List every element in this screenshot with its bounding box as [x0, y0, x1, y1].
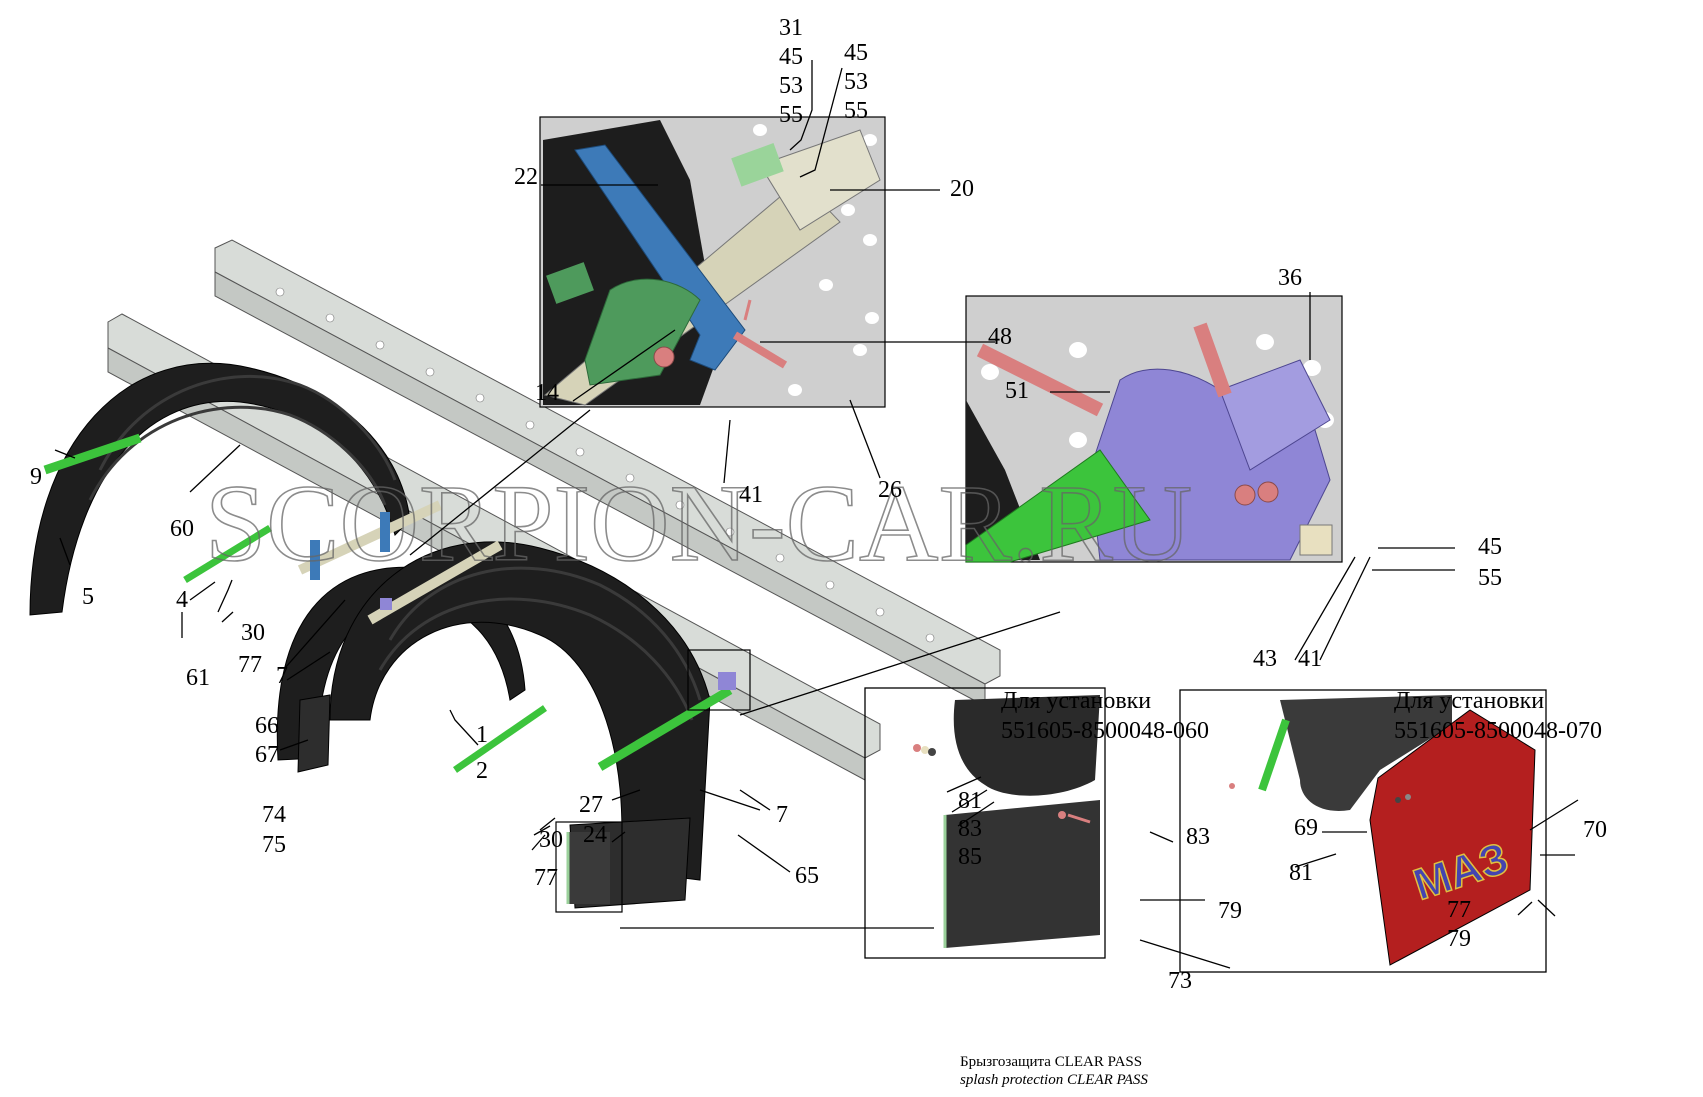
fender-front [329, 541, 711, 881]
callout-27: 27 [579, 792, 603, 818]
callout-24: 24 [583, 822, 607, 848]
callout-55c: 55 [1478, 565, 1502, 591]
variant-b-code: 551605-8500048-070 [1394, 718, 1602, 744]
callout-45c: 45 [1478, 534, 1502, 560]
callout-85: 85 [958, 844, 982, 870]
main-assembly [29, 239, 1001, 913]
variant-a-panel [864, 687, 1106, 959]
bolt-36 [1193, 322, 1232, 398]
callout-5: 5 [82, 584, 94, 610]
callout-79a: 79 [1218, 898, 1242, 924]
callout-7a: 7 [276, 663, 288, 689]
variant-a-title: Для установки [1001, 688, 1151, 714]
rod-left-upper [43, 433, 142, 475]
rod-front-lower [453, 705, 547, 773]
flap-73 [945, 800, 1100, 948]
callout-75: 75 [262, 832, 286, 858]
rod-left-lower [183, 525, 272, 583]
callout-45a: 45 [779, 44, 803, 70]
callout-65: 65 [795, 863, 819, 889]
variant-b-panel: МАЗ [1179, 689, 1547, 973]
rod-front-upper [597, 686, 733, 771]
bolt-51 [976, 343, 1104, 417]
callout-labels: 9 5 60 4 30 77 61 7 66 67 1 2 74 75 27 2… [30, 15, 1607, 994]
detail-view-right [965, 295, 1343, 563]
callout-9: 9 [30, 464, 42, 490]
callout-55a: 55 [779, 102, 803, 128]
callout-48: 48 [988, 324, 1012, 350]
detail-view-top [539, 116, 886, 408]
callout-1: 1 [476, 722, 488, 748]
callout-61: 61 [186, 665, 210, 691]
blue-strap [574, 144, 746, 371]
callout-20: 20 [950, 176, 974, 202]
callout-83a: 83 [958, 816, 982, 842]
callout-77a: 77 [238, 652, 262, 678]
leader-lines [54, 60, 1579, 969]
caption-ru: Брызгозащита CLEAR PASS [960, 1054, 1142, 1070]
callout-26: 26 [878, 477, 902, 503]
callout-66: 66 [255, 713, 279, 739]
mudflap-red-70 [1369, 709, 1536, 966]
callout-55b: 55 [844, 98, 868, 124]
callout-7b: 7 [776, 802, 788, 828]
callout-2: 2 [476, 758, 488, 784]
callout-70: 70 [1583, 817, 1607, 843]
callout-83b: 83 [1186, 824, 1210, 850]
callout-30a: 30 [241, 620, 265, 646]
callout-53b: 53 [844, 69, 868, 95]
callout-43: 43 [1253, 646, 1277, 672]
callout-69: 69 [1294, 815, 1318, 841]
variant-a-code: 551605-8500048-060 [1001, 718, 1209, 744]
callout-74: 74 [262, 802, 286, 828]
callout-30b: 30 [539, 827, 563, 853]
callout-14: 14 [535, 380, 559, 406]
callout-36: 36 [1278, 265, 1302, 291]
callout-31: 31 [779, 15, 803, 41]
pin-26 [732, 331, 788, 369]
green-tube [965, 449, 1151, 563]
mudflap-detail-box [555, 821, 623, 913]
bracket-front-detail [687, 649, 751, 711]
variant-a-frame [864, 687, 1106, 959]
callout-81b: 81 [1289, 860, 1313, 886]
callout-41b: 41 [1298, 646, 1322, 672]
callout-81a: 81 [958, 788, 982, 814]
callout-79b: 79 [1447, 926, 1471, 952]
callout-77b: 77 [534, 865, 558, 891]
callout-67: 67 [255, 742, 279, 768]
callout-73: 73 [1168, 968, 1192, 994]
caption-en: splash protection CLEAR PASS [960, 1072, 1148, 1088]
callout-4: 4 [176, 587, 188, 613]
watermark: SCORPION-CAR.RU [205, 462, 1192, 584]
callout-45b: 45 [844, 40, 868, 66]
green-clamp [584, 278, 701, 386]
callout-41a: 41 [739, 482, 763, 508]
variant-b-frame [1179, 689, 1547, 973]
callout-22: 22 [514, 164, 538, 190]
callout-51: 51 [1005, 378, 1029, 404]
callout-77c: 77 [1447, 897, 1471, 923]
callout-53a: 53 [779, 73, 803, 99]
support-shaft [297, 500, 443, 575]
nut-41 [653, 346, 675, 368]
callout-60: 60 [170, 516, 194, 542]
variant-b-title: Для установки [1394, 688, 1544, 714]
